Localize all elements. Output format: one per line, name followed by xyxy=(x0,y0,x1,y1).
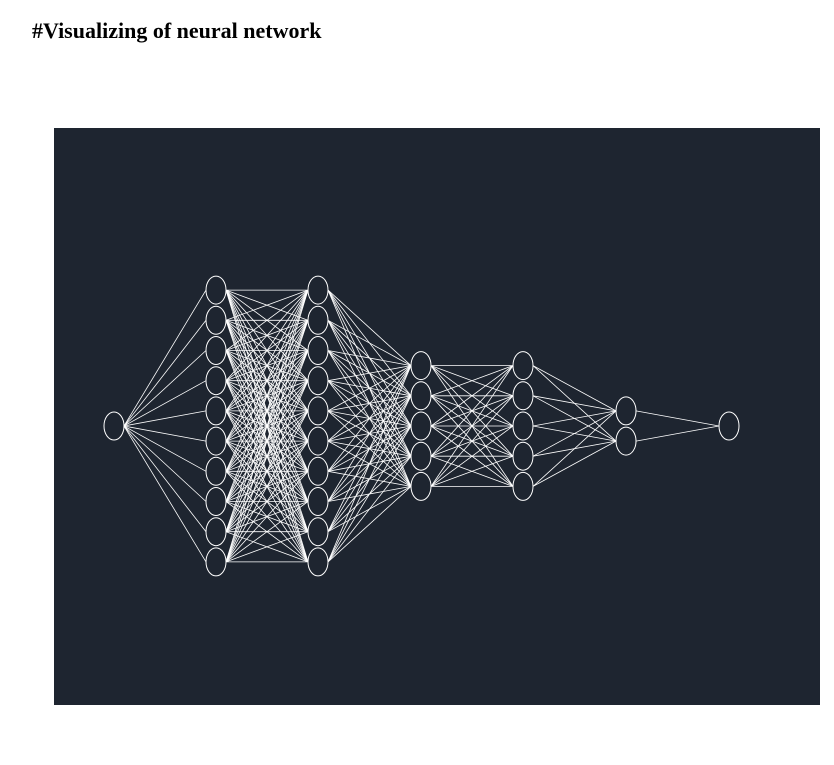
connection-l5-n4-to-n1 xyxy=(532,410,617,457)
connection-l2-n10-to-n3 xyxy=(225,350,309,563)
connection-l2-n10-to-n6 xyxy=(225,440,309,563)
connection-l2-n10-to-n1 xyxy=(225,289,309,563)
neuron-layer2-1 xyxy=(205,275,227,305)
connection-l4-n5-to-n1 xyxy=(430,365,514,487)
connection-l1-n1-to-n9 xyxy=(123,425,207,532)
connection-l2-n10-to-n9 xyxy=(225,531,309,563)
neuron-layer6-2 xyxy=(615,426,637,456)
connection-l1-n1-to-n10 xyxy=(123,425,207,563)
neuron-layer5-4 xyxy=(512,441,534,471)
connection-l3-n2-to-n1 xyxy=(327,319,412,366)
connection-l1-n1-to-n2 xyxy=(123,320,207,427)
neuron-layer5-3 xyxy=(512,411,534,441)
neuron-layer3-5 xyxy=(307,396,329,426)
connection-l3-n1-to-n1 xyxy=(327,289,412,366)
neuron-layer2-5 xyxy=(205,396,227,426)
neuron-layer5-5 xyxy=(512,471,534,501)
connection-l2-n3-to-n1 xyxy=(225,289,309,351)
connection-l5-n2-to-n1 xyxy=(532,395,617,412)
connection-l3-n5-to-n1 xyxy=(327,365,412,412)
neuron-layer3-6 xyxy=(307,426,329,456)
connection-l3-n8-to-n1 xyxy=(327,365,412,502)
neuron-layer3-8 xyxy=(307,487,329,516)
connection-l3-n10-to-n4 xyxy=(327,455,412,563)
connection-l3-n3-to-n1 xyxy=(327,350,412,366)
neuron-layer2-2 xyxy=(205,305,227,335)
connection-l5-n1-to-n1 xyxy=(532,365,617,412)
neuron-layer2-10 xyxy=(205,547,227,577)
connection-l2-n10-to-n7 xyxy=(225,471,309,563)
connection-l1-n1-to-n6 xyxy=(123,425,207,442)
diagram-background xyxy=(54,128,820,705)
connection-l1-n1-to-n5 xyxy=(123,410,207,427)
connection-l2-n6-to-n1 xyxy=(225,289,309,442)
neuron-layer4-2 xyxy=(410,381,432,411)
connection-l3-n10-to-n2 xyxy=(327,395,412,563)
connection-l3-n10-to-n1 xyxy=(327,365,412,563)
connection-l2-n10-to-n2 xyxy=(225,320,309,563)
neuron-layer5-2 xyxy=(512,381,534,411)
connection-l4-n4-to-n1 xyxy=(430,365,514,457)
neuron-layer3-9 xyxy=(307,517,329,547)
connection-l4-n5-to-n3 xyxy=(430,425,514,487)
neuron-layer4-5 xyxy=(410,471,432,501)
page-title: #Visualizing of neural network xyxy=(32,18,322,43)
connection-l5-n5-to-n1 xyxy=(532,410,617,487)
neuron-layer2-6 xyxy=(205,426,227,456)
neural-network-svg xyxy=(54,128,820,705)
connection-l4-n3-to-n1 xyxy=(430,365,514,427)
neuron-layer6-1 xyxy=(615,396,637,426)
connections xyxy=(123,289,720,563)
connection-l2-n8-to-n1 xyxy=(225,289,309,502)
neuron-layer3-3 xyxy=(307,336,329,365)
connection-l3-n10-to-n5 xyxy=(327,486,412,563)
connection-l2-n9-to-n1 xyxy=(225,289,309,532)
connection-l2-n7-to-n1 xyxy=(225,289,309,472)
connection-l1-n1-to-n1 xyxy=(123,289,207,427)
connection-l4-n2-to-n1 xyxy=(430,365,514,397)
connection-l1-n1-to-n3 xyxy=(123,350,207,427)
network-diagram xyxy=(54,128,820,705)
connection-l5-n3-to-n1 xyxy=(532,410,617,427)
connection-l2-n4-to-n1 xyxy=(225,289,309,381)
neuron-layer4-1 xyxy=(410,351,432,381)
neuron-layer3-2 xyxy=(307,305,329,335)
neuron-layer2-8 xyxy=(205,487,227,516)
connection-l4-n5-to-n4 xyxy=(430,455,514,487)
neuron-layer3-4 xyxy=(307,366,329,396)
connection-l3-n7-to-n1 xyxy=(327,365,412,472)
neurons xyxy=(103,275,740,577)
neuron-layer2-4 xyxy=(205,366,227,396)
connection-l2-n5-to-n1 xyxy=(225,289,309,412)
neuron-layer2-3 xyxy=(205,336,227,365)
connection-l1-n1-to-n4 xyxy=(123,380,207,427)
neuron-layer3-1 xyxy=(307,275,329,305)
connection-l2-n10-to-n4 xyxy=(225,380,309,563)
connection-l4-n5-to-n2 xyxy=(430,395,514,487)
neuron-layer4-4 xyxy=(410,441,432,471)
connection-l2-n2-to-n1 xyxy=(225,289,309,321)
neuron-layer1-1 xyxy=(103,411,125,441)
connection-l3-n4-to-n1 xyxy=(327,365,412,382)
neuron-layer4-3 xyxy=(410,411,432,441)
connection-l3-n9-to-n1 xyxy=(327,365,412,532)
connection-l1-n1-to-n7 xyxy=(123,425,207,472)
connection-l2-n10-to-n8 xyxy=(225,501,309,563)
neuron-layer3-10 xyxy=(307,547,329,577)
connection-l3-n6-to-n1 xyxy=(327,365,412,442)
connection-l5-n5-to-n2 xyxy=(532,440,617,487)
neuron-layer7-1 xyxy=(718,411,740,441)
connection-l6-n1-to-n1 xyxy=(635,410,720,427)
neuron-layer5-1 xyxy=(512,351,534,381)
connection-l1-n1-to-n8 xyxy=(123,425,207,502)
neuron-layer2-9 xyxy=(205,517,227,547)
neuron-layer3-7 xyxy=(307,456,329,486)
connection-l2-n10-to-n5 xyxy=(225,410,309,563)
neuron-layer2-7 xyxy=(205,456,227,486)
connection-l3-n10-to-n3 xyxy=(327,425,412,563)
connection-l6-n2-to-n1 xyxy=(635,425,720,442)
